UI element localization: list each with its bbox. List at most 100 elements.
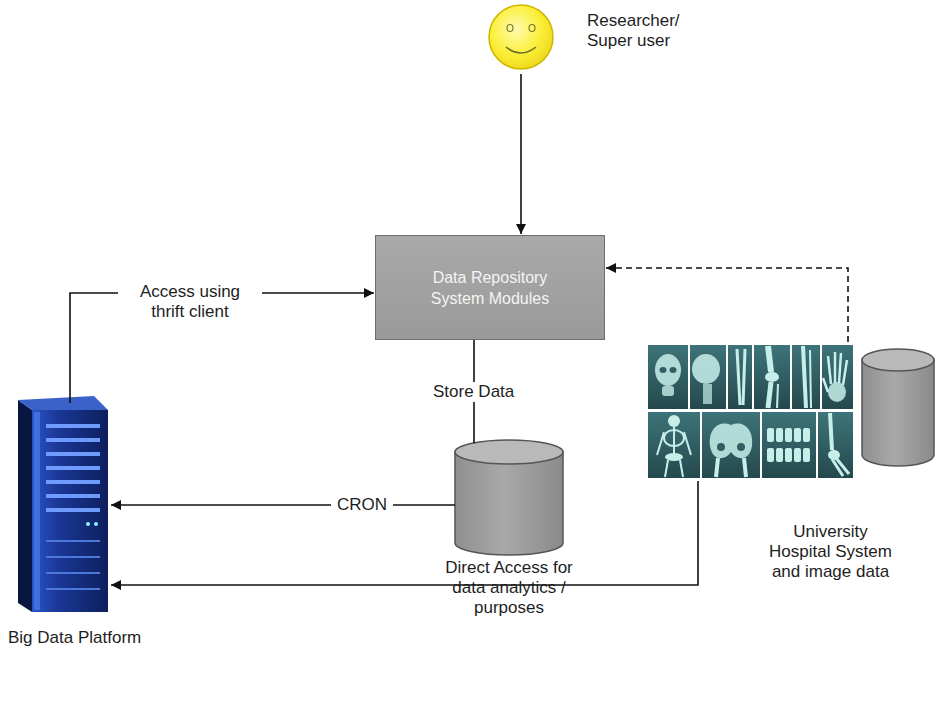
edge-label: Access using thrift client: [118, 282, 262, 322]
xray-images-part: [834, 352, 837, 383]
xray-images-part: [684, 432, 691, 455]
smiley-icon-part: [507, 25, 513, 32]
xray-images-part: [765, 372, 779, 382]
xray-images-part: [728, 345, 752, 409]
xray-images-part: [702, 412, 760, 478]
xray-images-part: [717, 443, 725, 451]
xray-images-part: [832, 459, 843, 476]
xray-images-part: [665, 453, 683, 461]
node-label: Direct Access for data analytics / purpo…: [439, 558, 579, 618]
xray-images-part: [703, 384, 712, 404]
user-icon-node: Researcher/ Super user: [489, 5, 553, 69]
xray-images-part: [737, 349, 740, 405]
server-icon-part: [34, 412, 40, 610]
xray-images-part: [767, 428, 774, 442]
xray-images-part: [710, 424, 752, 459]
xray-images-part: [843, 360, 847, 385]
xray-images-part: [803, 428, 810, 442]
server-icon-part: [46, 556, 100, 558]
xray-images-part: [810, 350, 811, 408]
server-icon-part: [46, 588, 100, 590]
server-icon-part: [46, 480, 100, 484]
xray-images-part: [664, 430, 684, 446]
xray-images-part: [648, 412, 700, 478]
smiley-icon-part: [489, 5, 553, 69]
xray-images-part: [670, 367, 677, 373]
connector: [606, 268, 848, 342]
xray-images-part: [794, 448, 801, 462]
xray-images-part: [673, 427, 675, 455]
xray-images-part: [692, 354, 720, 384]
xray-images-part: [680, 460, 683, 477]
hospital-data-node: University Hospital System and image dat…: [648, 345, 936, 478]
server-icon-part: [46, 438, 100, 442]
hospital-database-cylinder: [862, 349, 934, 466]
server-icon-part: [46, 572, 100, 574]
node-label: University Hospital System and image dat…: [763, 522, 898, 582]
database-node: Direct Access for data analytics / purpo…: [455, 440, 563, 555]
server-icon-part: [46, 452, 100, 456]
server-icon-part: [94, 522, 98, 526]
xray-images-part: [744, 458, 746, 477]
xray-images-part: [716, 458, 718, 477]
xray-images-part: [776, 428, 783, 442]
xray-images-part: [657, 432, 664, 455]
xray-images-part: [762, 412, 816, 478]
node-label: Researcher/ Super user: [587, 11, 693, 51]
hospital-database-cylinder-part: [862, 360, 934, 466]
xray-images-part: [743, 349, 745, 405]
database-cylinder: [455, 440, 563, 555]
node-label: Big Data Platform: [8, 628, 178, 648]
xray-images-part: [839, 353, 841, 383]
xray-images-part: [768, 382, 771, 408]
server-icon-part: [32, 410, 108, 612]
xray-images-part: [822, 345, 853, 409]
edge-label: CRON: [331, 495, 393, 515]
xray-images-part: [776, 448, 783, 462]
server-icon-part: [18, 400, 32, 612]
xray-images-part: [828, 356, 831, 384]
edge-label: Store Data: [427, 382, 520, 402]
xray-images-part: [792, 345, 820, 409]
xray-images-part: [818, 412, 853, 478]
xray-images-part: [665, 460, 668, 477]
xray-images-part: [803, 346, 806, 408]
smiley-icon-part: [529, 25, 535, 32]
database-cylinder-part: [455, 440, 563, 464]
xray-images-part: [660, 367, 667, 373]
xray-images-part: [777, 384, 778, 408]
connector: [520, 74, 522, 234]
xray-images-part: [794, 428, 801, 442]
xray-images-part: [668, 415, 680, 427]
database-cylinder-part: [455, 452, 563, 555]
xray-images-part: [803, 448, 810, 462]
server-node: Big Data Platform: [18, 395, 110, 612]
server-icon: [18, 396, 108, 612]
hospital-database-cylinder-part: [862, 349, 934, 371]
server-icon-part: [46, 508, 100, 512]
box-label: Data Repository System Modules: [416, 267, 564, 309]
server-icon-part: [46, 424, 100, 428]
server-icon-part: [46, 494, 100, 498]
connector: [111, 481, 698, 585]
xray-images-part: [768, 346, 771, 372]
server-icon-part: [46, 540, 100, 542]
xray-images-part: [823, 378, 828, 392]
xray-images-part: [655, 354, 681, 386]
server-icon-part: [46, 466, 100, 470]
xray-images-part: [785, 448, 792, 462]
xray-images: [648, 345, 853, 478]
process-box: Data Repository System Modules: [375, 235, 605, 340]
xray-images-part: [662, 386, 674, 396]
smiley-icon: [489, 5, 553, 69]
xray-images-part: [690, 345, 726, 409]
xray-images-part: [754, 345, 790, 409]
server-icon-part: [18, 396, 108, 410]
connector: [111, 504, 455, 506]
xray-images-part: [737, 443, 745, 451]
xray-images-part: [785, 428, 792, 442]
